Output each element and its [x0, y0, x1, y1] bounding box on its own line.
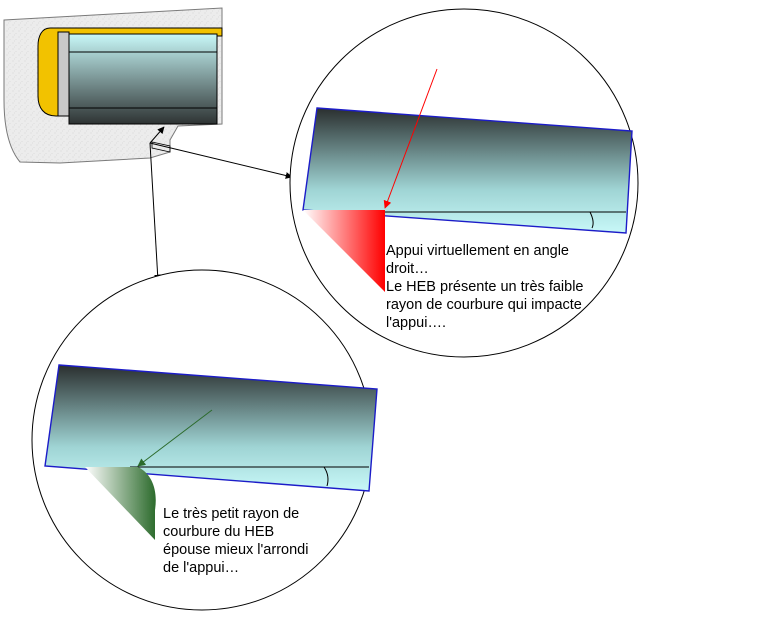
note-line: épouse mieux l'arrondi [163, 542, 309, 558]
green-contact-note: Le très petit rayon de courbure du HEB é… [163, 505, 308, 577]
note-line: l'appui…. [386, 315, 446, 331]
leader-line-to-green-detail [149, 142, 162, 282]
leader-line-to-red-detail [149, 142, 293, 179]
red-contact-zone [303, 210, 385, 292]
support-corner-detail [151, 141, 171, 153]
support-detail [3, 7, 223, 164]
steel-plate [57, 31, 70, 117]
note-line: courbure du HEB [163, 524, 275, 540]
rotation-angle-arc [323, 466, 329, 487]
note-line: rayon de courbure qui impacte [386, 297, 582, 313]
green-detail-circle [31, 269, 378, 611]
red-contact-note: Appui virtuellement en angle droit… Le H… [386, 242, 583, 332]
note-line: Le HEB présente un très faible [386, 279, 584, 295]
green-contact-zone [85, 467, 156, 540]
red-load-arrow-icon [383, 68, 438, 209]
note-line: de l'appui… [163, 560, 240, 576]
heb-beam-end [68, 33, 218, 125]
heb-beam-section [44, 364, 378, 492]
green-load-arrow-icon [137, 409, 213, 467]
leader-line-to-support [149, 126, 165, 144]
red-detail-circle [289, 8, 639, 358]
note-line: droit… [386, 261, 429, 277]
rotation-angle-arc [589, 211, 594, 229]
note-line: Le très petit rayon de [163, 506, 300, 522]
note-line: Appui virtuellement en angle [386, 243, 569, 259]
